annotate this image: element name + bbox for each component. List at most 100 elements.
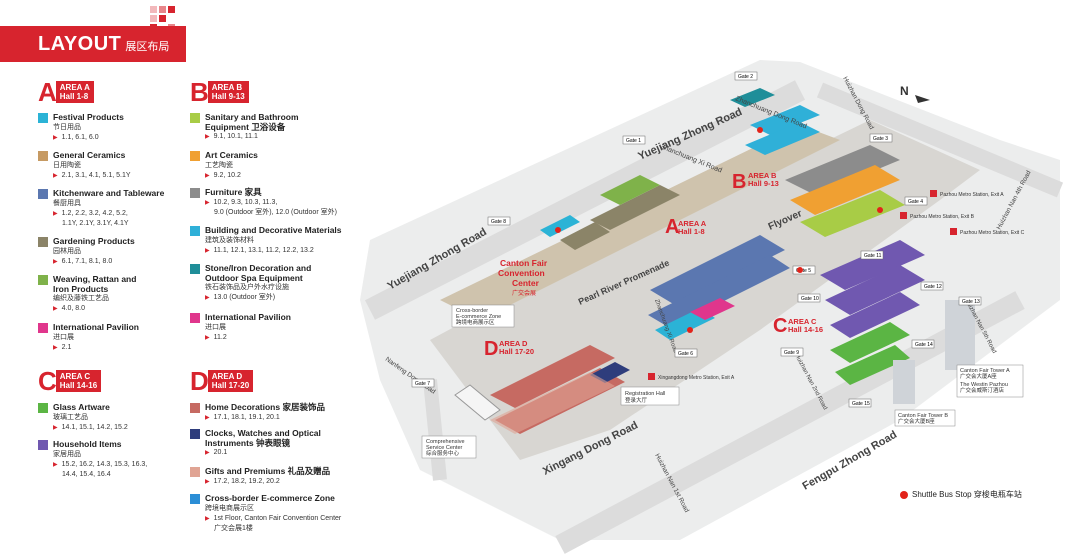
hall-block — [745, 122, 820, 155]
category-name: International Pavilion — [53, 322, 139, 332]
category-halls: 4.0, 8.0 — [53, 304, 198, 314]
gate-box — [792, 265, 816, 275]
color-swatch — [190, 467, 200, 477]
category-name: Festival Products — [53, 112, 124, 122]
area-c-map-label: AREA C — [788, 317, 817, 326]
area-name: AREA A — [59, 83, 90, 92]
hall-block — [825, 265, 925, 315]
gate-box — [780, 347, 804, 357]
category-halls: 17.2, 18.2, 19.2, 20.2 — [205, 477, 360, 487]
shuttle-legend: Shuttle Bus Stop 穿梭电瓶车站 — [900, 489, 1022, 500]
hall-block — [820, 240, 925, 290]
metro-b-label: Pazhou Metro Station, Exit B — [910, 214, 975, 220]
category-cn: 节日用品 — [53, 124, 81, 131]
tower-a-cn: 广交会大厦A座 — [960, 372, 997, 380]
hall-block — [690, 298, 735, 320]
convention-center-label: Canton Fair — [500, 258, 548, 268]
category-cn: 园林用品 — [53, 248, 81, 255]
gates: Gate 1 Gate 2 Gate 3 Gate 4 Gate 5 Gate … — [411, 71, 982, 408]
category-halls: 10.2, 9.3, 10.3, 11.3, — [205, 198, 360, 208]
legend-item: Home Decorations 家居装饰品 17.1, 18.1, 19.1,… — [190, 402, 360, 423]
hall-block — [790, 165, 900, 215]
area-b-map-hall: Hall 9-13 — [748, 179, 779, 188]
area-d-halls — [490, 345, 630, 434]
shuttle-stop-marker — [757, 127, 763, 133]
gate-label: Gate 5 — [796, 268, 811, 274]
category-name: International Pavilion — [205, 312, 291, 322]
area-name: AREA B — [211, 83, 243, 92]
category-name: Household Items — [53, 439, 122, 449]
area-b-map-letter: B — [732, 171, 746, 193]
service-center-building — [454, 384, 501, 421]
color-swatch — [190, 113, 200, 123]
gate-label: Gate 10 — [801, 296, 819, 302]
area-c-map-hall: Hall 14-16 — [788, 325, 823, 334]
shuttle-stop-icon — [900, 490, 908, 499]
hall-block — [590, 185, 680, 230]
color-swatch — [190, 264, 200, 274]
category-cn: 跨境电商展示区 — [205, 505, 254, 512]
category-name: Home Decorations 家居装饰品 — [205, 402, 325, 412]
category-cn: 进口展 — [205, 324, 226, 331]
category-halls: 15.2, 16.2, 14.3, 15.3, 16.3, — [53, 460, 198, 470]
gate-label: Gate 6 — [678, 351, 693, 357]
hall-block — [490, 372, 615, 434]
category-halls: 11.2 — [205, 333, 350, 343]
category-halls: 6.1, 7.1, 8.1, 8.0 — [53, 257, 198, 267]
shuttle-stop-marker — [797, 267, 803, 273]
color-swatch — [38, 237, 48, 247]
area-c-map-letter: C — [773, 315, 787, 337]
color-swatch — [190, 313, 200, 323]
hall-block — [750, 105, 820, 135]
gate-box — [911, 339, 935, 349]
westin-label: The Westin Pazhou — [960, 382, 1008, 388]
metro-stations: Pazhou Metro Station, Exit A Pazhou Metr… — [648, 190, 1025, 381]
color-swatch — [38, 189, 48, 199]
hall-block — [490, 345, 615, 408]
gate-box — [958, 296, 982, 306]
category-cn: 铁石装饰品及户外水疗设施 — [205, 284, 289, 291]
north-arrow-icon: N — [900, 84, 930, 103]
category-name-line1: Sanitary and Bathroom — [205, 112, 299, 122]
hall-block — [730, 88, 775, 107]
crossborder-cn: 跨境电商展示区 — [456, 318, 495, 326]
category-name-line1: Clocks, Watches and Optical — [205, 428, 321, 438]
shuttle-stop-marker — [687, 327, 693, 333]
legend-item: General Ceramics 日用陶瓷 2.1, 3.1, 4.1, 5.1… — [38, 150, 198, 181]
area-name: AREA D — [211, 372, 243, 381]
gate-box — [797, 293, 821, 303]
legend-item: Gifts and Premiums 礼品及赠品 17.2, 18.2, 19.… — [190, 466, 360, 487]
gate-box — [622, 135, 646, 145]
area-letter: A — [38, 77, 57, 107]
category-name-line2: Iron Products — [53, 284, 109, 294]
category-name: Art Ceramics — [205, 150, 258, 160]
category-halls: 1st Floor, Canton Fair Convention Center — [205, 514, 360, 524]
category-cn: 编织及藤铁工艺品 — [53, 295, 109, 302]
category-halls-cont: 广交会展1楼 — [214, 525, 253, 532]
tower-a-label: Canton Fair Tower A — [960, 368, 1010, 374]
legend-item: Cross-border E-commerce Zone 跨境电商展示区 1st… — [190, 493, 360, 534]
category-halls: 2.1, 3.1, 4.1, 5.1, 5.1Y — [53, 171, 198, 181]
gate-label: Gate 13 — [962, 299, 980, 305]
area-hall: Hall 1-8 — [59, 92, 89, 101]
gate-label: Gate 14 — [915, 342, 933, 348]
service-center-cn: 综合服务中心 — [426, 449, 460, 457]
building-labels: Cross-border E-commerce Zone 跨境电商展示区 Reg… — [421, 304, 1024, 459]
category-halls: 1.1, 6.1, 6.0 — [53, 133, 198, 143]
page-title: LAYOUT — [38, 32, 122, 55]
category-name: Cross-border E-commerce Zone — [205, 493, 335, 503]
category-name-line2: Equipment 卫浴设备 — [205, 122, 286, 132]
category-cn: 工艺陶瓷 — [205, 162, 233, 169]
area-d-map-letter: D — [484, 338, 498, 360]
hall-block — [600, 175, 660, 205]
gate-label: Gate 8 — [491, 219, 506, 225]
label-box — [956, 364, 1024, 398]
service-center-label: Service Center — [426, 445, 463, 451]
area-d-map-label: AREA D — [499, 339, 528, 348]
label-box — [894, 409, 956, 427]
